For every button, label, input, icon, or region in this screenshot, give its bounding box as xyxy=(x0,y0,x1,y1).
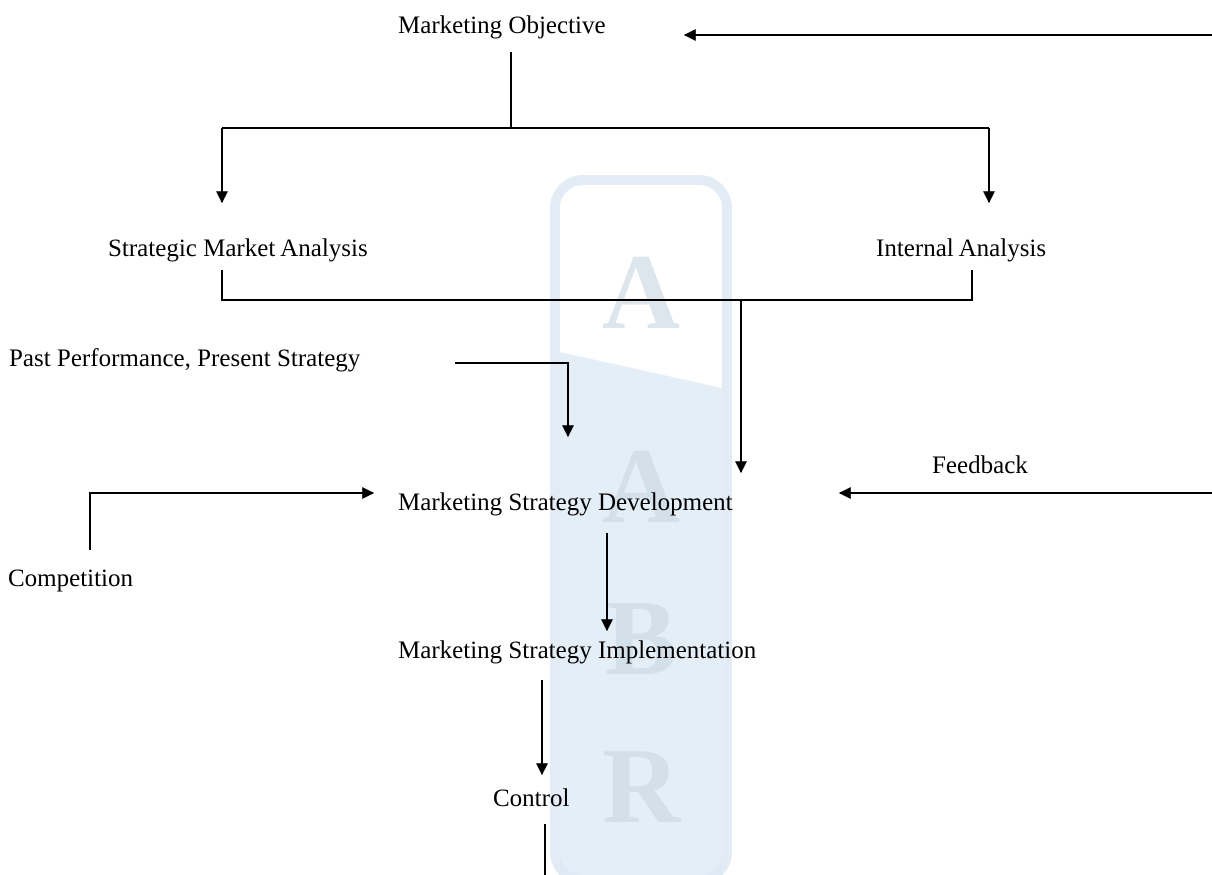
strategy-development-label: Marketing Strategy Development xyxy=(398,489,733,516)
watermark-band xyxy=(560,352,722,875)
watermark-letter-a1: A xyxy=(602,233,680,352)
arrow-competition xyxy=(89,487,375,550)
marketing-objective-label: Marketing Objective xyxy=(398,12,606,39)
arrow-past-performance xyxy=(455,362,574,438)
watermark-letter-r: R xyxy=(602,727,681,846)
objective-split-connector xyxy=(222,52,989,129)
analysis-merge-connector xyxy=(221,270,973,301)
feedback-label: Feedback xyxy=(932,452,1028,479)
watermark-frame xyxy=(550,175,732,875)
strategy-implementation-label: Marketing Strategy Implementation xyxy=(398,637,757,664)
watermark-letter-b: B xyxy=(605,579,677,698)
internal-analysis-label: Internal Analysis xyxy=(876,235,1047,262)
control-label: Control xyxy=(493,785,570,812)
competition-label: Competition xyxy=(8,565,133,592)
past-performance-label: Past Performance, Present Strategy xyxy=(9,345,361,372)
watermark-letter-a2: A xyxy=(602,427,680,546)
strategic-market-analysis-label: Strategic Market Analysis xyxy=(108,235,368,262)
